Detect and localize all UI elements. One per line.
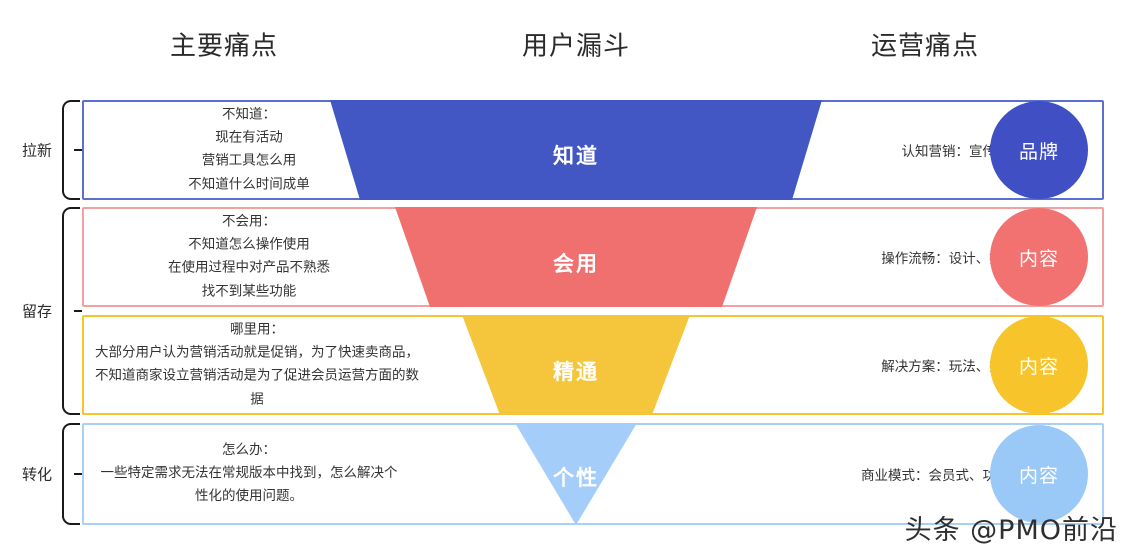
stage-label-acquisition: 拉新 bbox=[22, 141, 53, 160]
row-card: 哪里用： 大部分用户认为营销活动就是促销，为了快速卖商品，不知道商家设立营销活动… bbox=[82, 315, 1104, 415]
row-card: 不知道： 现在有活动 营销工具怎么用 不知道什么时间成单 认知营销：宣传、推广 … bbox=[82, 100, 1104, 200]
row-card: 不会用： 不知道怎么操作使用 在使用过程中对产品不熟悉 找不到某些功能 操作流畅… bbox=[82, 207, 1104, 307]
stage-label-conversion: 转化 bbox=[22, 465, 53, 484]
row-awareness: 不知道： 现在有活动 营销工具怎么用 不知道什么时间成单 认知营销：宣传、推广 … bbox=[0, 100, 1134, 200]
outcome-badge: 内容 bbox=[990, 316, 1088, 414]
outcome-badge: 内容 bbox=[990, 425, 1088, 523]
stage-brace-acquisition bbox=[62, 100, 80, 200]
header-user-funnel: 用户漏斗 bbox=[521, 31, 631, 62]
row-usage: 不会用： 不知道怎么操作使用 在使用过程中对产品不熟悉 找不到某些功能 操作流畅… bbox=[0, 207, 1134, 307]
header-pain-points: 主要痛点 bbox=[169, 31, 279, 62]
pain-point-text: 怎么办： 一些特定需求无法在常规版本中找到，怎么解决个性化的使用问题。 bbox=[100, 442, 398, 505]
stage-label-retention: 留存 bbox=[22, 302, 53, 321]
row-mastery: 哪里用： 大部分用户认为营销活动就是促销，为了快速卖商品，不知道商家设立营销活动… bbox=[0, 315, 1134, 415]
outcome-badge: 品牌 bbox=[990, 101, 1088, 199]
pain-point-text: 哪里用： 大部分用户认为营销活动就是促销，为了快速卖商品，不知道商家设立营销活动… bbox=[95, 321, 419, 408]
pain-point-text: 不知道： 现在有活动 营销工具怎么用 不知道什么时间成单 bbox=[188, 106, 310, 193]
funnel-rows: 不知道： 现在有活动 营销工具怎么用 不知道什么时间成单 认知营销：宣传、推广 … bbox=[0, 95, 1134, 535]
stage-brace-conversion bbox=[62, 423, 80, 525]
outcome-badge: 内容 bbox=[990, 208, 1088, 306]
watermark: 头条 @PMO前沿 bbox=[904, 515, 1118, 546]
pain-point-text: 不会用： 不知道怎么操作使用 在使用过程中对产品不熟悉 找不到某些功能 bbox=[168, 213, 330, 300]
column-headers: 主要痛点 用户漏斗 运营痛点 bbox=[0, 0, 1134, 95]
stage-brace-retention bbox=[62, 207, 80, 415]
header-operation-pain-points: 运营痛点 bbox=[870, 31, 980, 62]
